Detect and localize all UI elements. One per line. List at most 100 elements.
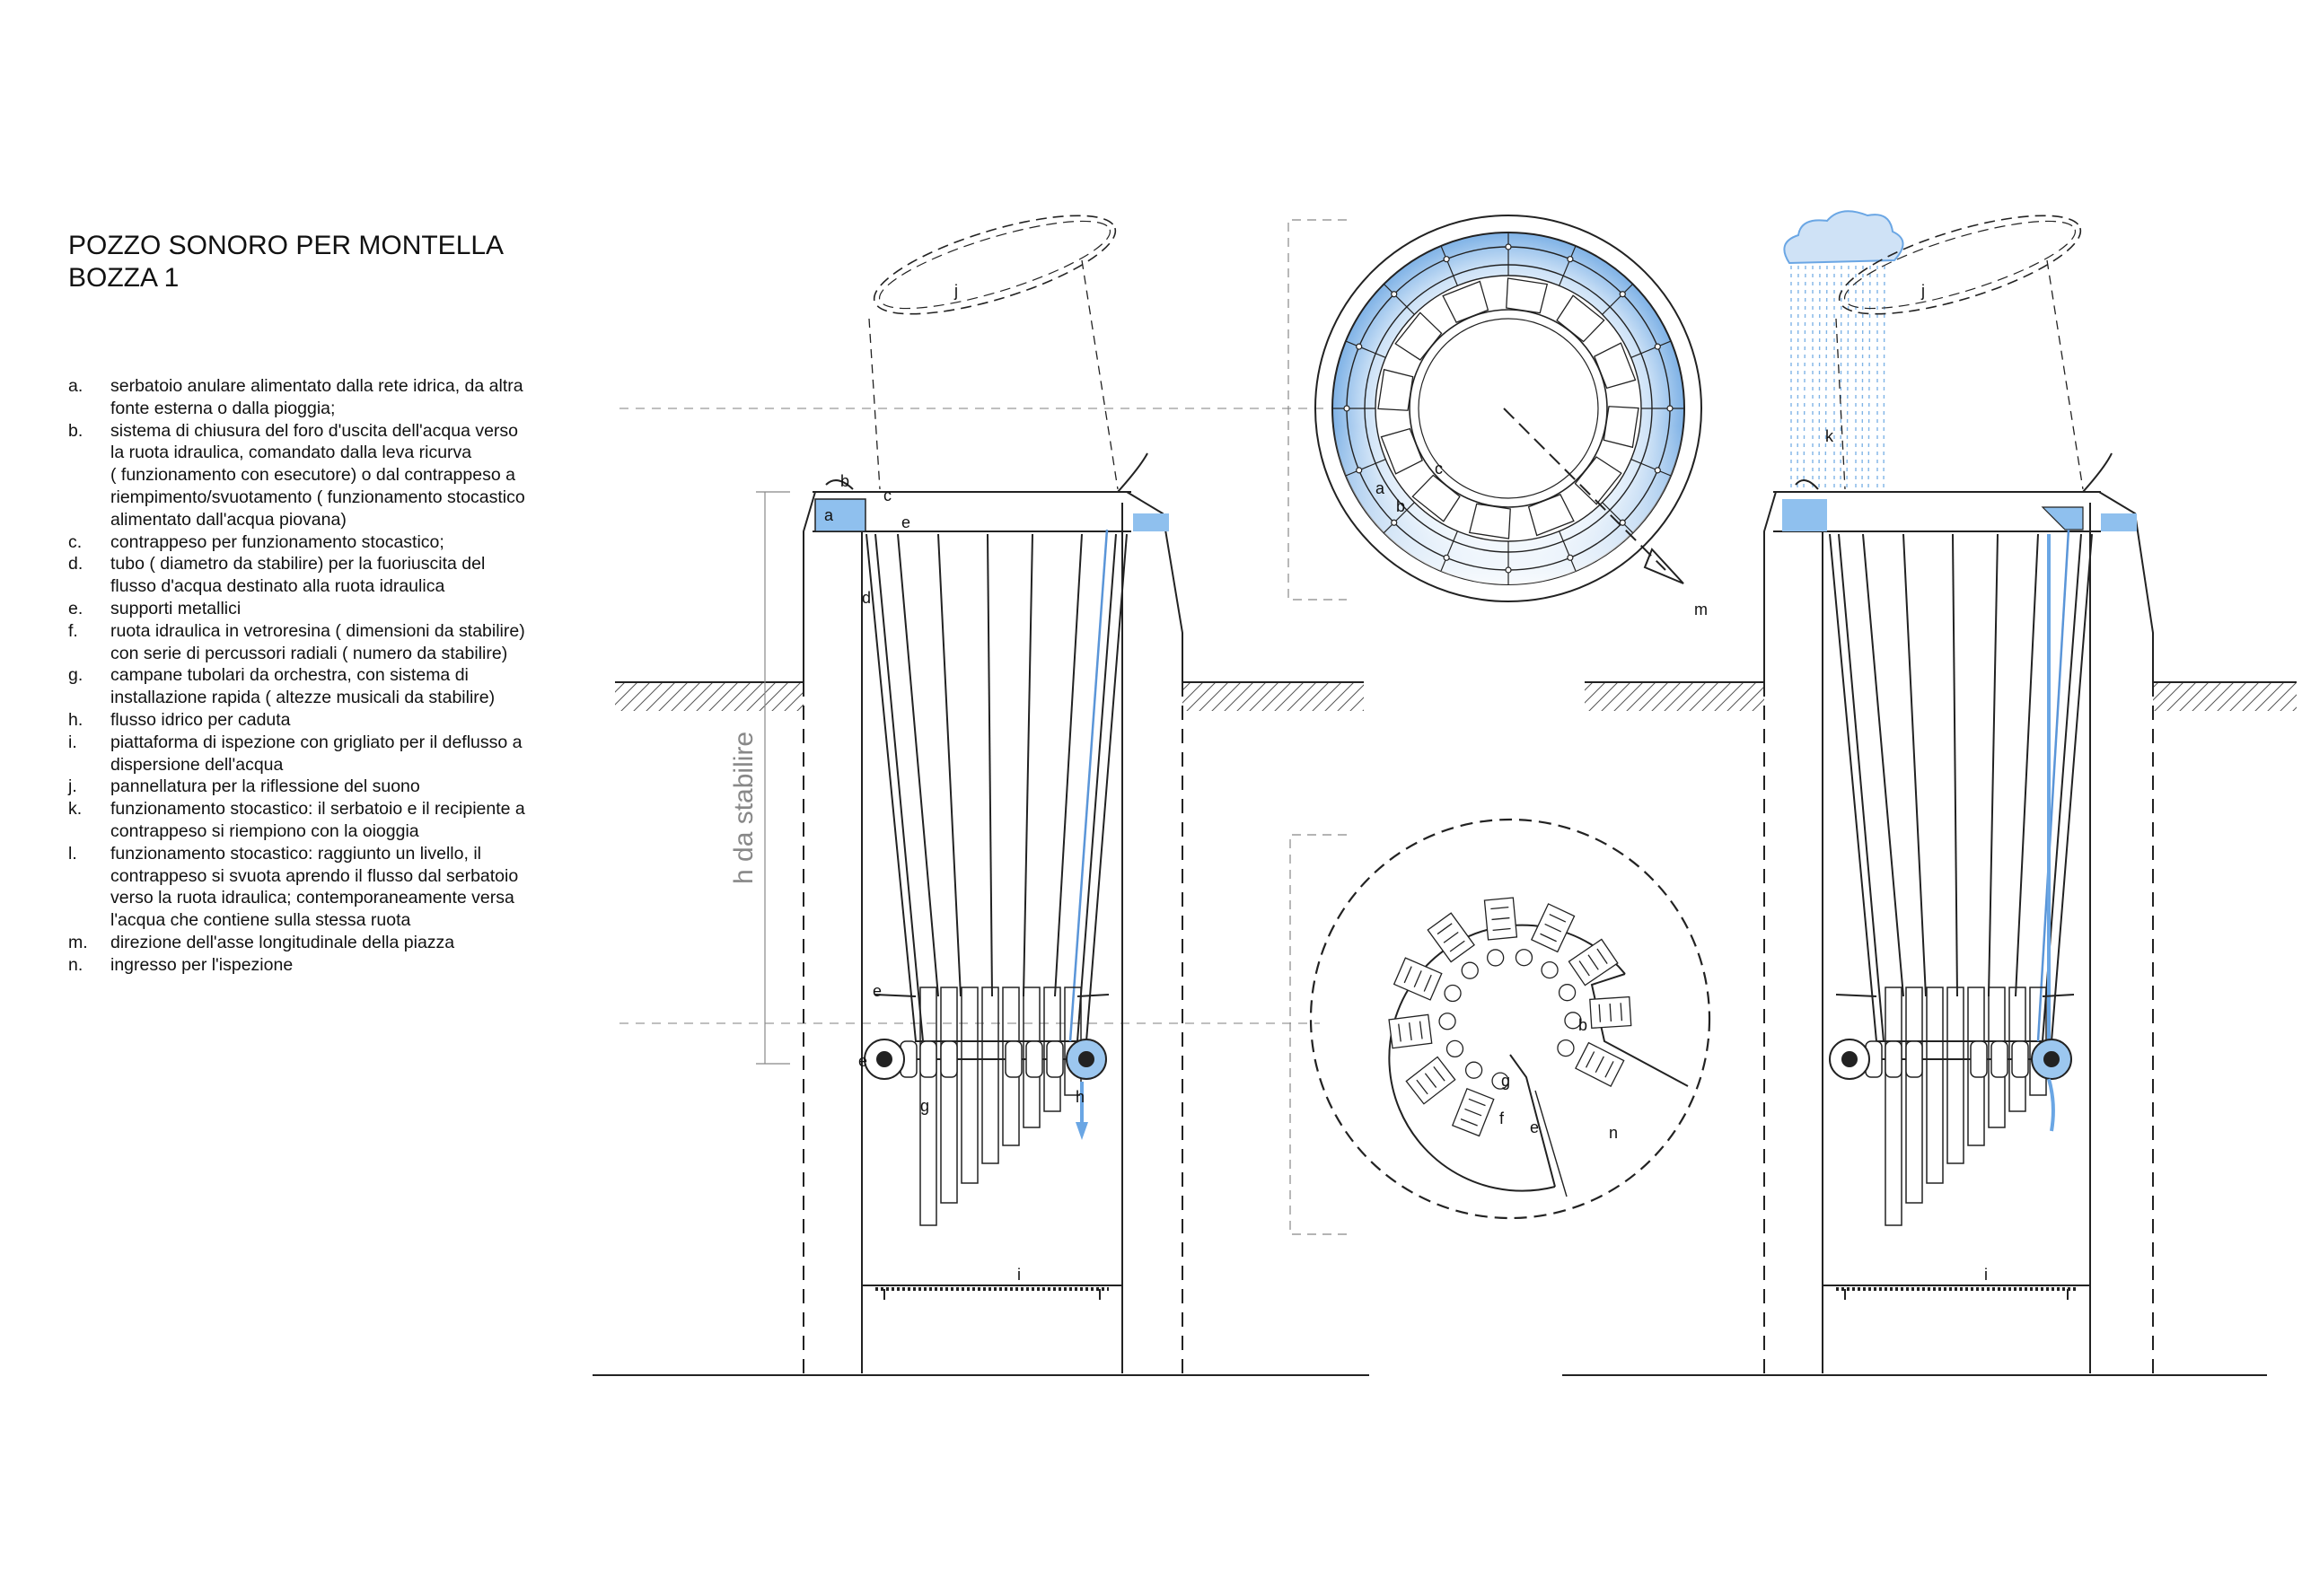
legend-key: n. bbox=[68, 954, 83, 975]
plan-bottom-labels: e f g n b bbox=[1499, 1016, 1618, 1142]
title-line-1: POZZO SONORO PER MONTELLA bbox=[68, 231, 505, 260]
label-k: k bbox=[1825, 427, 1834, 445]
rain-streak bbox=[1803, 265, 1806, 493]
legend-key: a. bbox=[68, 376, 83, 396]
legend-key: l. bbox=[68, 843, 77, 864]
wheel-block-line bbox=[1416, 1079, 1428, 1095]
panel bbox=[1574, 456, 1622, 505]
legend-text: funzionamento stocastico: il serbatoio e… bbox=[110, 799, 525, 841]
legend-key: i. bbox=[68, 732, 77, 752]
legend-item: j.pannellatura per la riflessione del su… bbox=[68, 776, 607, 798]
spoke-node bbox=[1343, 405, 1350, 412]
spoke bbox=[1559, 531, 1577, 572]
legend-key: b. bbox=[68, 420, 83, 441]
legend-item: n.ingresso per l'ispezione bbox=[68, 954, 607, 977]
wheel-block-line bbox=[1585, 1051, 1595, 1068]
spoke-node bbox=[1567, 256, 1574, 263]
spoke-node bbox=[1391, 519, 1398, 526]
wheel-block-line bbox=[1403, 966, 1412, 984]
spoke-node bbox=[1505, 566, 1512, 574]
legend-key: g. bbox=[68, 665, 83, 686]
label-e: e bbox=[1530, 1118, 1539, 1136]
legend-list: a. serbatoio anulare alimentato dalla ret… bbox=[68, 375, 607, 977]
section-right-labels: i j k bbox=[1825, 282, 1988, 1284]
bell-circle bbox=[1487, 949, 1505, 967]
spoke-node bbox=[1654, 343, 1661, 350]
rain-streaks bbox=[1790, 265, 1885, 493]
spoke-node bbox=[1619, 519, 1626, 526]
legend-text: sistema di chiusura del foro d'uscita de… bbox=[110, 420, 525, 530]
spoke bbox=[1345, 340, 1386, 358]
wheel-block-line bbox=[1460, 1118, 1478, 1127]
bell-circle bbox=[1438, 1013, 1456, 1030]
legend-key: e. bbox=[68, 598, 83, 618]
annular-tank-water bbox=[1782, 499, 1827, 531]
section-left-labels: a b c d e e e g h i j bbox=[824, 282, 1085, 1284]
legend-item: a. serbatoio anulare alimentato dalla ret… bbox=[68, 375, 607, 420]
spoke-node bbox=[1391, 291, 1398, 298]
annular-tank-water bbox=[1133, 513, 1169, 531]
wheel-block-line bbox=[1443, 931, 1459, 943]
wheel-block-line bbox=[1595, 1056, 1604, 1074]
wheel-block-line bbox=[1549, 913, 1567, 923]
annular-tank-water bbox=[814, 498, 866, 532]
panel bbox=[1603, 406, 1639, 449]
wheel-block-line bbox=[1604, 1061, 1614, 1078]
legend-key: k. bbox=[68, 799, 83, 820]
bell-circle bbox=[1491, 1072, 1509, 1090]
panel bbox=[1442, 280, 1489, 323]
rain-streak bbox=[1861, 265, 1864, 493]
label-i: i bbox=[1984, 1266, 1988, 1284]
bell-circle bbox=[1541, 960, 1559, 979]
spoke bbox=[1440, 531, 1458, 572]
panel bbox=[1506, 277, 1549, 314]
plan-bottom bbox=[1289, 818, 1711, 1235]
rain-streak bbox=[1824, 265, 1828, 493]
plan-top-labels: a b c m bbox=[1375, 460, 1708, 618]
legend-key: f. bbox=[68, 620, 78, 641]
rain-streak bbox=[1818, 265, 1821, 493]
legend-text: direzione dell'asse longitudinale della … bbox=[110, 932, 455, 952]
rain-streak bbox=[1797, 265, 1799, 493]
section-left bbox=[593, 215, 1369, 1376]
bell-circle bbox=[1445, 1039, 1464, 1058]
title-line-2: BOZZA 1 bbox=[68, 263, 180, 293]
bell-circle bbox=[1444, 984, 1462, 1003]
legend-item: k. funzionamento stocastico: il serbatoio… bbox=[68, 798, 607, 843]
wheel-block-line bbox=[1491, 916, 1510, 921]
label-c: c bbox=[883, 487, 892, 504]
label-j: j bbox=[953, 282, 958, 300]
wheel-block-line bbox=[1578, 960, 1590, 977]
label-c: c bbox=[1435, 460, 1443, 478]
ground-hatch bbox=[1182, 682, 1364, 711]
wheel-block-line bbox=[1468, 1098, 1486, 1107]
spoke-node bbox=[1356, 343, 1363, 350]
wheel-block-line bbox=[1398, 1023, 1401, 1042]
panel bbox=[1556, 294, 1605, 343]
wheel-block-line bbox=[1437, 923, 1453, 935]
label-a: a bbox=[1375, 479, 1385, 497]
legend-item: c.contrappeso per funzionamento stocasti… bbox=[68, 531, 607, 554]
legend-text: supporti metallici bbox=[110, 598, 242, 618]
spoke-node bbox=[1356, 467, 1363, 474]
spoke bbox=[1345, 459, 1386, 477]
wheel-block-line bbox=[1609, 1003, 1612, 1022]
spoke-node bbox=[1443, 256, 1450, 263]
legend-text: tubo ( diametro da stabilire) per la fuo… bbox=[110, 554, 486, 597]
wheel-bell-assembly bbox=[1388, 897, 1632, 1137]
wheel-block-line bbox=[1423, 974, 1432, 992]
wheel-block-line bbox=[1408, 1022, 1412, 1041]
wheel-block-line bbox=[1433, 1065, 1445, 1082]
legend-item: f. ruota idraulica in vetroresina ( dimen… bbox=[68, 620, 607, 665]
bell-circle bbox=[1515, 949, 1533, 967]
spoke-node bbox=[1567, 554, 1574, 561]
legend-text: ruota idraulica in vetroresina ( dimensi… bbox=[110, 620, 525, 663]
panel-ring bbox=[1377, 277, 1639, 539]
label-e-mid: e bbox=[873, 982, 882, 1000]
wheel-block-line bbox=[1413, 970, 1422, 987]
legend-item: e. supporti metallici bbox=[68, 598, 607, 620]
panel bbox=[1377, 368, 1414, 411]
plan-top bbox=[1287, 215, 1702, 602]
legend-text: serbatoio anulare alimentato dalla rete … bbox=[110, 376, 523, 418]
ground-hatch bbox=[2153, 682, 2297, 711]
